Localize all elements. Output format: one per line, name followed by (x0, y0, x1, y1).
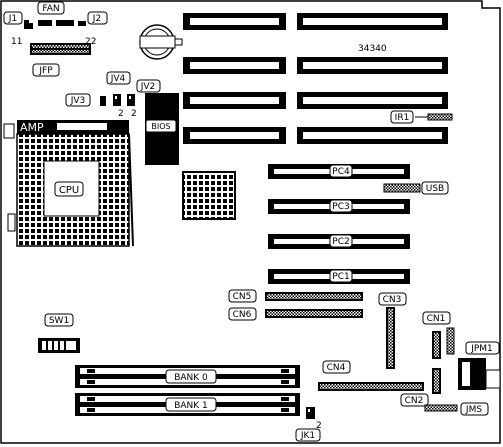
label-ir1: IR1 (390, 110, 414, 124)
label-j2-text: J2 (92, 14, 101, 24)
chipset (182, 171, 236, 220)
label-usb: USB (421, 181, 449, 195)
label-cn4-text: CN4 (327, 363, 346, 373)
jk1-pin-label: 2 (316, 421, 322, 431)
label-cn1: CN1 (422, 311, 451, 325)
jv2-pin-label: 2 (131, 109, 137, 119)
jumpers-jv (100, 94, 135, 106)
battery (139, 24, 183, 60)
label-cn2: CN2 (400, 393, 429, 407)
pci-slot-pc4: PC4 (268, 164, 410, 179)
label-cn3: CN3 (378, 292, 407, 306)
ide-cn5 (265, 292, 363, 301)
connector-cn3 (386, 307, 395, 369)
label-sw1-text: SW1 (49, 316, 69, 326)
pin-label-11: 11 (11, 37, 22, 47)
board-id-text: 34340 (358, 44, 387, 54)
pci-slot-pc3: PC3 (268, 199, 410, 214)
label-jpm1-text: JPM1 (470, 344, 493, 354)
label-j1: J1 (3, 11, 23, 25)
jv4-pin-label: 2 (118, 109, 124, 119)
pci-slot-pc1: PC1 (268, 269, 410, 284)
label-jv2: JV2 (136, 79, 161, 93)
label-cn5: CN5 (228, 289, 257, 303)
label-jk1-text: JK1 (300, 431, 315, 441)
label-jv4: JV4 (106, 71, 131, 85)
label-cn6: CN6 (228, 307, 257, 321)
label-cn3-text: CN3 (383, 295, 402, 305)
isa-slots-right (297, 13, 448, 144)
jfp-header (30, 43, 91, 55)
label-cn4: CN4 (322, 360, 351, 374)
label-jfp: JFP (32, 63, 60, 77)
label-pc3-text: PC3 (332, 202, 349, 212)
label-bios-text: BIOS (151, 122, 170, 131)
label-pc2-text: PC2 (332, 237, 349, 247)
connector-cn4 (318, 382, 424, 391)
label-bank1-text: BANK 1 (174, 401, 208, 411)
label-jv4-text: JV4 (110, 74, 126, 84)
label-cn6-text: CN6 (233, 310, 252, 320)
jpm1-header (446, 327, 455, 355)
label-jpm1: JPM1 (465, 341, 500, 355)
bios-chip: BIOS (145, 93, 179, 165)
label-j1-text: J1 (8, 14, 17, 24)
header-j1-area (24, 20, 86, 29)
ir1-header (415, 113, 453, 121)
label-sw1: SW1 (44, 313, 74, 327)
label-amp-text: AMP (20, 121, 44, 134)
jms-header (424, 404, 458, 412)
label-bank0-text: BANK 0 (174, 373, 208, 383)
label-pc4-text: PC4 (332, 167, 350, 177)
label-fan: FAN (37, 1, 65, 15)
pci-slot-pc2: PC2 (268, 234, 410, 249)
memory-bank-0: BANK 0 (75, 365, 300, 388)
label-cn5-text: CN5 (233, 292, 252, 302)
isa-slots-left (183, 13, 286, 144)
label-j2: J2 (87, 11, 108, 25)
label-jfp-text: JFP (38, 66, 53, 76)
sw1-dip-switch (38, 338, 80, 353)
label-jms: JMS (460, 402, 489, 416)
label-pc1-text: PC1 (332, 272, 349, 282)
jk1-jumper (306, 407, 315, 419)
connector-cn2 (432, 368, 441, 394)
kbd-connector (458, 358, 501, 390)
ide-cn6 (265, 309, 363, 318)
pin-label-22: 22 (85, 37, 96, 47)
label-cn1-text: CN1 (427, 314, 446, 324)
label-ir1-text: IR1 (395, 113, 410, 123)
label-cpu-text: CPU (59, 185, 79, 196)
usb-header (383, 183, 421, 193)
label-cn2-text: CN2 (405, 396, 424, 406)
label-fan-text: FAN (42, 4, 59, 14)
label-jms-text: JMS (465, 405, 482, 415)
label-jv3: JV3 (65, 93, 91, 107)
memory-bank-1: BANK 1 (75, 393, 300, 416)
label-cpu: CPU (54, 181, 84, 197)
label-usb-text: USB (426, 184, 444, 194)
connector-cn1 (432, 331, 441, 359)
label-jv2-text: JV2 (140, 82, 156, 92)
label-jk1: JK1 (295, 428, 321, 442)
label-jv3-text: JV3 (70, 96, 86, 106)
